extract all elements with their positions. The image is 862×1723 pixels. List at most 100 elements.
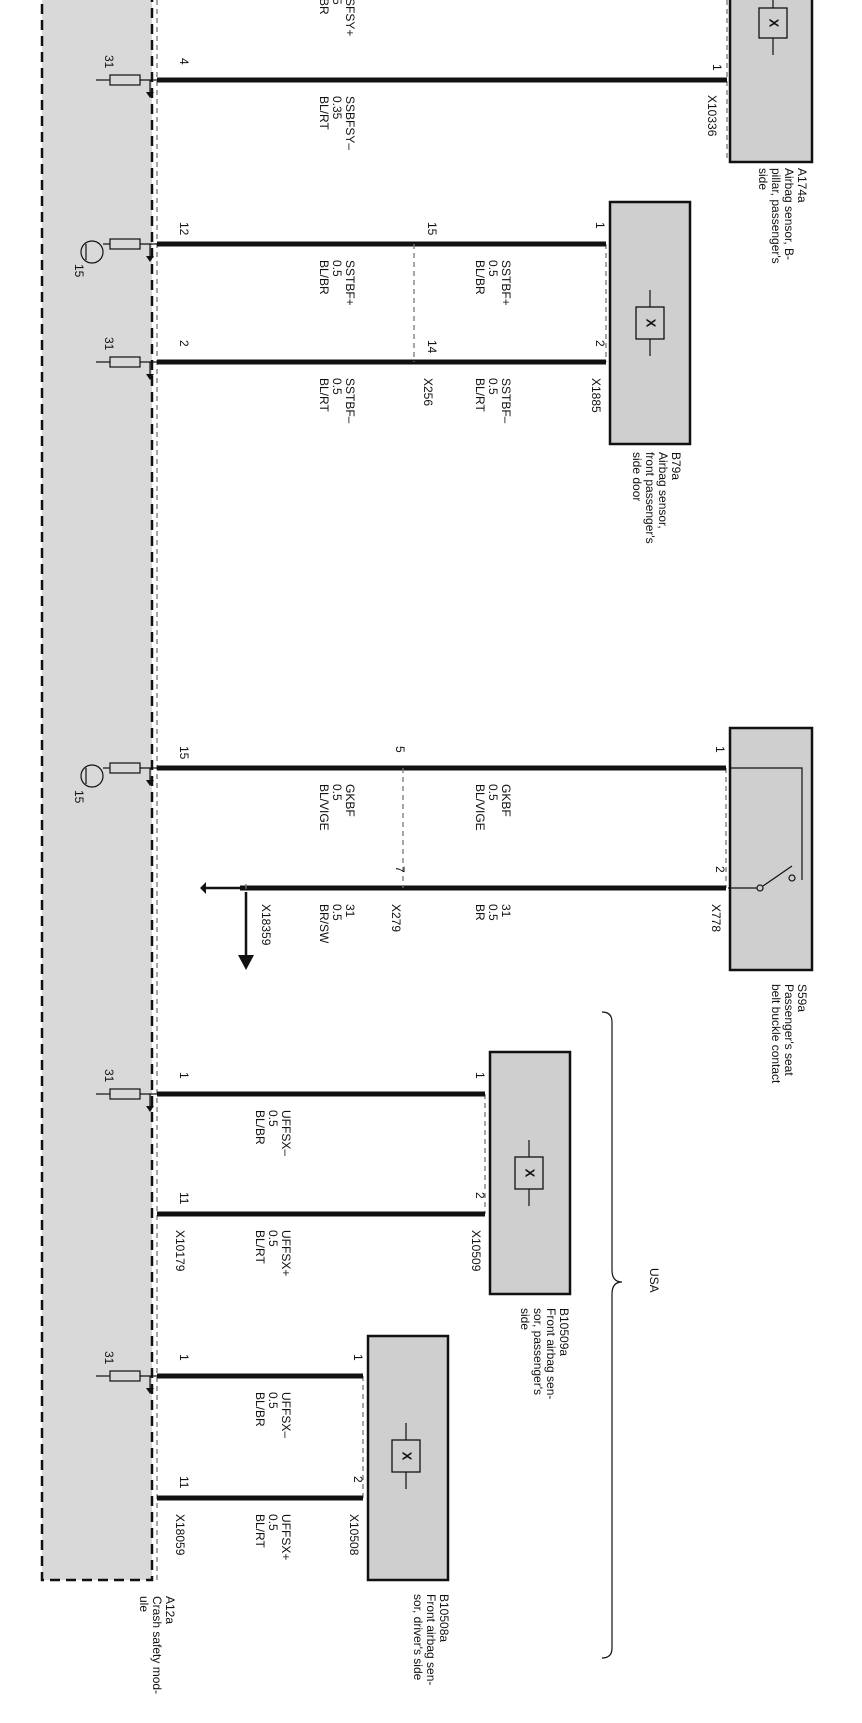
top-wire-name: SFSY+: [343, 0, 357, 36]
ground-ref-31-d: 31: [102, 1351, 116, 1365]
x256-name: X256: [421, 378, 435, 406]
b10509a-name-2: sor, passenger's: [531, 1308, 545, 1395]
b10508a-x-glyph: X: [400, 1452, 415, 1461]
s59a-code: S59a: [795, 984, 809, 1012]
gkbf-module-color: BL/VIGE: [317, 784, 331, 831]
uffsx-minus-pass-color: BL/BR: [253, 1110, 267, 1145]
s59a-name-1: Passenger's seat: [782, 984, 796, 1076]
b10509a-sensor-box: [488, 1050, 572, 1296]
gkbf-module-name: GKBF: [343, 784, 357, 817]
ground-ref-31-c: 31: [102, 1069, 116, 1083]
uffsx-plus-drv-size: 0.5: [266, 1514, 280, 1531]
s59a-switch-box: [728, 726, 814, 972]
sstbf-minus-sensor-name: SSTBF–: [499, 378, 513, 424]
uffsx-minus-pass-name: UFFSX–: [279, 1110, 293, 1156]
a174a-name-3: side: [756, 168, 770, 190]
ssbfsy-size: 0.35: [330, 96, 344, 120]
ssbfsy-name: SSBFSY–: [343, 96, 357, 150]
gnd-switch-color: BR: [473, 904, 487, 921]
gnd-module-name: 31: [343, 904, 357, 918]
sstbf-minus-module-color: BL/RT: [317, 378, 331, 412]
gnd-module-color: BR/SW: [317, 904, 331, 944]
b10508a-sensor-box: [366, 1334, 450, 1582]
sstbf-plus-sensor-name: SSTBF+: [499, 260, 513, 306]
a174a-sensor-box: [728, 0, 814, 164]
s59a-name-2: belt buckle contact: [769, 984, 783, 1084]
ground-ref-31: 31: [102, 55, 116, 69]
uffsx-plus-pass-color: BL/RT: [253, 1230, 267, 1264]
crash-safety-module-box: [40, 0, 154, 1582]
gnd-module-size: 0.5: [330, 904, 344, 921]
gkbf-switch-size: 0.5: [486, 784, 500, 801]
top-wire-color: BR: [317, 0, 331, 15]
a174a-name-1: Airbag sensor, B-: [782, 168, 796, 260]
b10508a-pin-2: 2: [351, 1476, 365, 1483]
sstbf-minus-sensor-size: 0.5: [486, 378, 500, 395]
b10508a-connector: X10508: [347, 1514, 361, 1556]
b79a-code: B79a: [669, 452, 683, 480]
b10509a-x-glyph: X: [523, 1169, 538, 1178]
module-code: A12a: [163, 1596, 177, 1624]
module-supply-ref-pin-12: 15: [72, 238, 157, 278]
uffsx-plus-pass-size: 0.5: [266, 1230, 280, 1247]
gnd-switch-name: 31: [499, 904, 513, 918]
x256-pin-15: 15: [425, 222, 439, 236]
x256-pin-14: 14: [425, 340, 439, 354]
supply-ref-15: 15: [72, 264, 86, 278]
a174a-code: A174a: [795, 168, 809, 203]
b79a-name-1: Airbag sensor,: [656, 452, 670, 529]
uffsx-plus-drv-name: UFFSX+: [279, 1514, 293, 1560]
b79a-name-3: side door: [630, 452, 644, 501]
b79a-connector: X1885: [589, 378, 603, 413]
usa-bracket: [601, 1011, 623, 1659]
sstbf-minus-sensor-color: BL/RT: [473, 378, 487, 412]
module-ground-ref-pin-4: 31: [96, 55, 157, 98]
b10509a-name-1: Front airbag sen-: [544, 1308, 558, 1399]
module-pin-1-a: 1: [177, 1072, 191, 1079]
uffsx-minus-drv-color: BL/BR: [253, 1392, 267, 1427]
sstbf-plus-module-name: SSTBF+: [343, 260, 357, 306]
module-pin-1-b: 1: [177, 1354, 191, 1361]
b10508a-code: B10508a: [437, 1594, 451, 1642]
module-connector-x10179: X10179: [173, 1230, 187, 1272]
module-connector-x18059: X18059: [173, 1514, 187, 1556]
s59a-pin-1: 1: [713, 746, 727, 753]
b79a-x-glyph: X: [644, 319, 659, 328]
a174a-x-glyph: X: [767, 19, 782, 28]
gkbf-module-size: 0.5: [330, 784, 344, 801]
usa-label: USA: [647, 1268, 661, 1293]
b10509a-name-3: side: [518, 1308, 532, 1330]
ssbfsy-color: BL/RT: [317, 96, 331, 130]
b10508a-name-2: sor, driver's side: [411, 1594, 425, 1681]
b10508a-pin-1: 1: [351, 1354, 365, 1361]
sstbf-minus-module-name: SSTBF–: [343, 378, 357, 424]
b10509a-pin-2: 2: [473, 1192, 487, 1199]
gnd-switch-size: 0.5: [486, 904, 500, 921]
uffsx-minus-pass-size: 0.5: [266, 1110, 280, 1127]
a174a-pin-1: 1: [710, 64, 724, 71]
module-pin-11-a: 11: [177, 1192, 191, 1205]
s59a-connector: X778: [709, 904, 723, 932]
module-supply-ref-pin-15: 15: [72, 762, 157, 804]
s59a-switch-contact: [762, 865, 793, 887]
module-pin-2: 2: [177, 340, 191, 347]
ground-connector: X18359: [259, 904, 273, 946]
module-name-2: ule: [137, 1596, 151, 1612]
sstbf-minus-module-size: 0.5: [330, 378, 344, 395]
b10509a-pin-1: 1: [473, 1072, 487, 1079]
ground-x18359-arrow: [200, 882, 254, 970]
top-wire-size: 5: [330, 0, 344, 5]
ground-ref-31-b: 31: [102, 337, 116, 351]
uffsx-plus-drv-color: BL/RT: [253, 1514, 267, 1548]
module-ground-ref-pin-2: 31: [96, 337, 157, 380]
b10509a-connector: X10509: [469, 1230, 483, 1272]
s59a-pin-2: 2: [713, 866, 727, 873]
gkbf-switch-color: BL/VIGE: [473, 784, 487, 831]
b10508a-name-1: Front airbag sen-: [424, 1594, 438, 1685]
a174a-connector: X10336: [705, 95, 719, 137]
uffsx-plus-pass-name: UFFSX+: [279, 1230, 293, 1276]
uffsx-minus-drv-name: UFFSX–: [279, 1392, 293, 1438]
sstbf-plus-module-color: BL/BR: [317, 260, 331, 295]
x279-pin-5: 5: [393, 746, 407, 753]
